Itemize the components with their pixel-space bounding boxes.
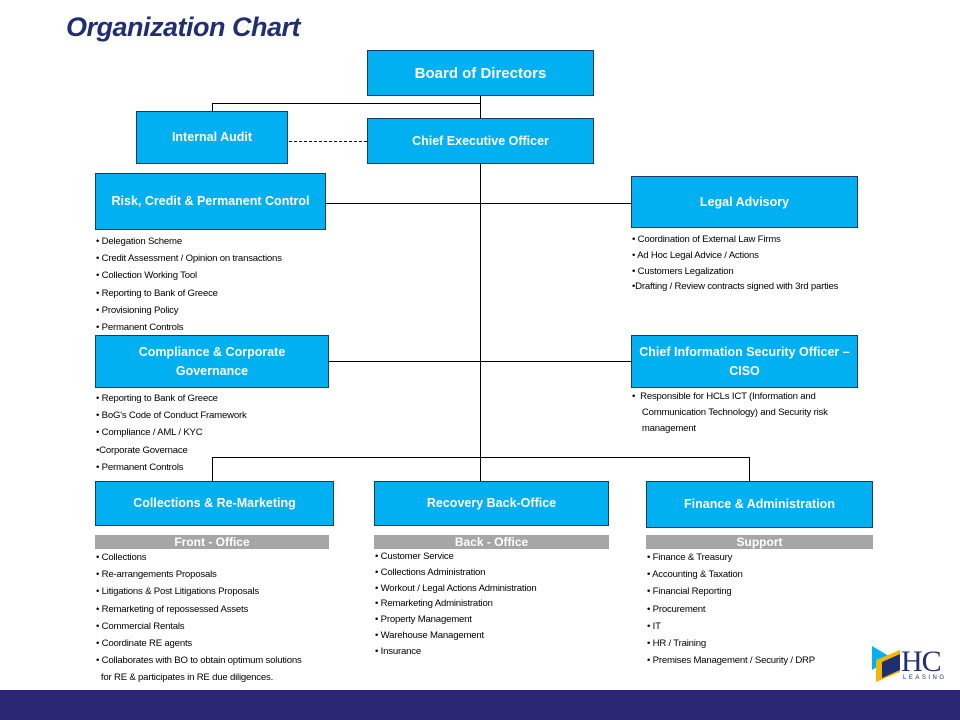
logo-text: HC [901, 645, 942, 678]
back-office-bar: Back - Office [374, 535, 609, 549]
ciso-label-line1: Chief Information Security Officer – [639, 344, 850, 359]
risk-credit-box: Risk, Credit & Permanent Control [95, 173, 326, 230]
list-item: • Permanent Controls [96, 321, 184, 333]
finance-label: Finance & Administration [684, 497, 835, 511]
list-item: • Remarketing of repossessed Assets [96, 603, 249, 615]
compliance-responsibilities-list: • Reporting to Bank of Greece • BoG's Co… [96, 390, 247, 476]
list-item: • Reporting to Bank of Greece [96, 393, 218, 404]
list-item: • Customers Legalization [632, 265, 734, 277]
finance-box: Finance & Administration [646, 481, 873, 528]
compliance-label-line1: Compliance & Corporate [138, 344, 286, 359]
list-item: • IT [647, 620, 661, 632]
logo-subtext: LEASING [903, 675, 947, 681]
list-item: • Insurance [375, 645, 421, 657]
hc-leasing-logo [872, 646, 900, 682]
list-item: • Warehouse Management [375, 629, 484, 641]
list-item: Communication Technology) and Security r… [632, 406, 828, 418]
list-item: • Property Management [375, 614, 472, 626]
logo-shape-navy [882, 654, 900, 678]
list-item: • Procurement [647, 603, 706, 615]
internal-audit-box: Internal Audit [136, 111, 288, 164]
connector-bottom-h [212, 457, 750, 458]
risk-credit-label: Risk, Credit & Permanent Control [111, 194, 310, 208]
connector-collections-v [212, 457, 213, 481]
list-item: • BoG's Code of Conduct Framework [96, 410, 247, 422]
board-label: Board of Directors [414, 64, 547, 82]
collections-box: Collections & Re-Marketing [95, 481, 334, 526]
ciso-responsibilities-list: • Responsible for HCLs ICT (Information … [632, 389, 828, 436]
list-item: • Provisioning Policy [96, 304, 179, 316]
recovery-label: Recovery Back-Office [426, 496, 557, 510]
connector-board-audit-v [212, 103, 213, 111]
legal-advisory-label: Legal Advisory [699, 194, 790, 209]
support-bar: Support [646, 535, 873, 549]
board-of-directors-box: Board of Directors [367, 50, 594, 96]
list-item: • Coordination of External Law Firms [632, 234, 781, 245]
page-title: Organization Chart [66, 12, 301, 42]
list-item: • Premises Management / Security / DRP [647, 655, 815, 667]
front-office-bar: Front - Office [95, 535, 329, 549]
list-item: • Coordinate RE agents [96, 637, 193, 649]
connector-compliance-ciso [329, 361, 631, 362]
list-item: •Drafting / Review contracts signed with… [632, 281, 839, 293]
list-item: • Reporting to Bank of Greece [96, 287, 218, 299]
connector-risk-legal [326, 203, 631, 204]
list-item: • Litigations & Post Litigations Proposa… [96, 586, 259, 598]
recovery-box: Recovery Back-Office [374, 481, 609, 526]
internal-audit-label: Internal Audit [171, 130, 253, 144]
list-item: • Customer Service [375, 551, 454, 562]
ciso-box: Chief Information Security Officer – CIS… [631, 335, 858, 388]
list-item: • Accounting & Taxation [647, 569, 743, 581]
list-item: • Financial Reporting [647, 586, 732, 598]
list-item: • Collections Administration [375, 566, 486, 578]
list-item: management [632, 422, 696, 434]
legal-advisory-box: Legal Advisory [631, 176, 858, 228]
list-item: for RE & participates in RE due diligenc… [96, 672, 274, 684]
list-item: • Workout / Legal Actions Administration [375, 582, 537, 594]
connector-main-trunk [480, 164, 481, 481]
list-item: • Compliance / AML / KYC [96, 427, 203, 439]
list-item: •Corporate Governace [96, 444, 188, 456]
connector-audit-ceo-dashed [289, 141, 367, 142]
list-item: • Responsible for HCLs ICT (Information … [632, 391, 816, 402]
compliance-box: Compliance & Corporate Governance [95, 335, 329, 388]
connector-board-ceo [480, 96, 481, 118]
connector-board-audit-h [212, 103, 480, 104]
legal-responsibilities-list: • Coordination of External Law Firms • A… [632, 232, 838, 295]
list-item: • Credit Assessment / Opinion on transac… [96, 253, 282, 265]
finance-responsibilities-list: • Finance & Treasury • Accounting & Taxa… [647, 549, 815, 669]
ciso-label-line2: CISO [729, 363, 760, 378]
collections-responsibilities-list: • Collections • Re-arrangements Proposal… [96, 549, 302, 687]
compliance-label-line2: Governance [175, 363, 249, 378]
footer-bar [0, 690, 960, 720]
list-item: • Delegation Scheme [96, 236, 182, 247]
ceo-label: Chief Executive Officer [412, 133, 549, 148]
list-item: • Remarketing Administration [375, 598, 493, 610]
list-item: • Collections [96, 552, 147, 563]
list-item: • HR / Training [647, 637, 707, 649]
collections-label: Collections & Re-Marketing [133, 496, 296, 510]
recovery-responsibilities-list: • Customer Service • Collections Adminis… [375, 549, 537, 660]
list-item: • Collaborates with BO to obtain optimum… [96, 655, 302, 667]
list-item: • Permanent Controls [96, 461, 184, 473]
ceo-box: Chief Executive Officer [367, 118, 594, 164]
list-item: • Finance & Treasury [647, 552, 733, 563]
list-item: • Commercial Rentals [96, 620, 185, 632]
list-item: • Ad Hoc Legal Advice / Actions [632, 249, 759, 261]
risk-responsibilities-list: • Delegation Scheme • Credit Assessment … [96, 233, 282, 336]
connector-finance-v [749, 457, 750, 481]
list-item: • Collection Working Tool [96, 270, 197, 282]
list-item: • Re-arrangements Proposals [96, 569, 217, 581]
